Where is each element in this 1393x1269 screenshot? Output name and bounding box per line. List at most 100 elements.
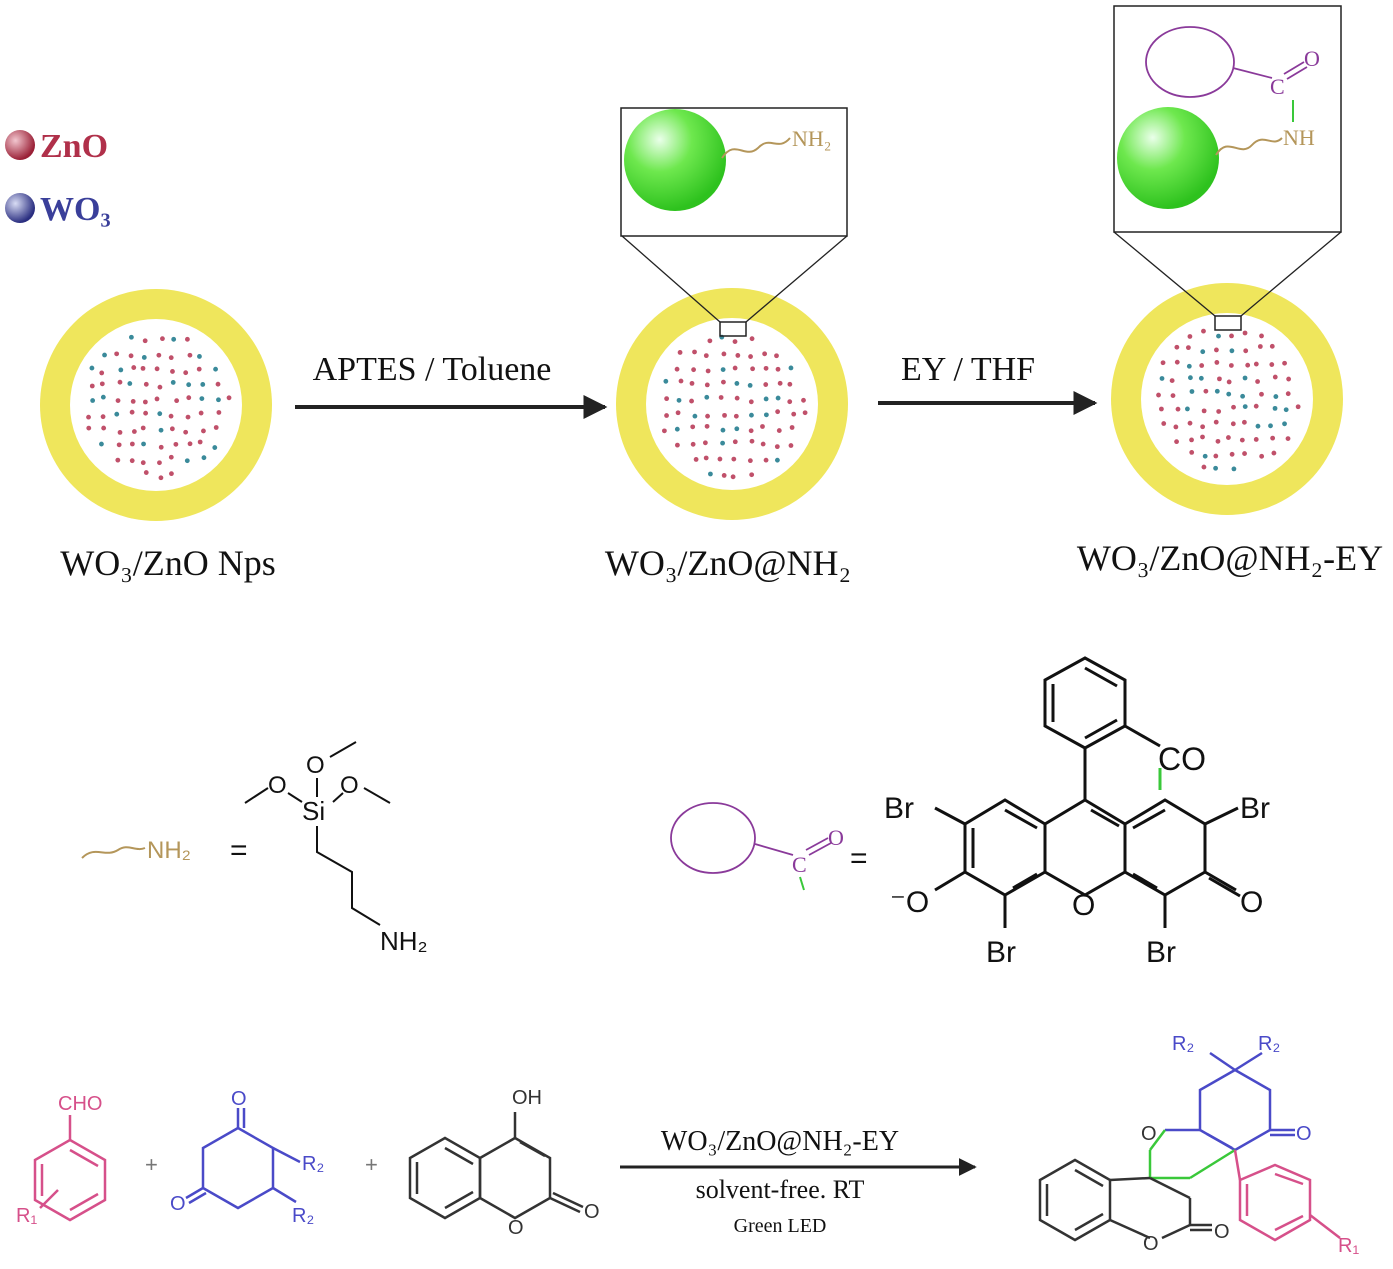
core-dot [160, 336, 165, 342]
core-dot [1295, 404, 1301, 410]
core-dot [1255, 423, 1261, 429]
product [1038, 1051, 1341, 1242]
condition-catalyst: WO₃/ZnO@NH₂-EY [661, 1126, 899, 1157]
particle-wo3-zno-nh2 [616, 288, 848, 520]
core-dot [692, 413, 698, 419]
core-dot [187, 352, 193, 358]
particle-core [646, 318, 818, 490]
core-dot [1174, 359, 1180, 365]
core-dot [718, 395, 724, 400]
core-dot [1199, 363, 1205, 368]
core-dot [170, 369, 175, 374]
core-dot [1226, 391, 1232, 397]
core-dot [690, 424, 696, 430]
core-dot [703, 455, 709, 461]
particle-1-label: WO₃/ZnO Nps [60, 543, 276, 583]
core-dot [1226, 435, 1231, 440]
core-dot [1161, 421, 1167, 426]
core-dot [1285, 391, 1291, 397]
core-dot [169, 471, 174, 477]
core-dot [1282, 421, 1287, 427]
core-dot [115, 398, 121, 404]
core-dot [762, 351, 768, 357]
core-dot [664, 396, 670, 402]
core-dot [1242, 404, 1248, 410]
inset-carbon: C [1270, 74, 1285, 99]
core-dot [131, 365, 137, 370]
reaction: CHO R₁ + O O R₂ R₂ + O [16, 1033, 1359, 1257]
core-dot [140, 460, 146, 466]
core-dot [1272, 374, 1278, 380]
core-dot [663, 378, 669, 384]
coumarin-oh: OH [512, 1087, 542, 1109]
core-dot [1245, 362, 1251, 368]
core-dot [787, 381, 793, 387]
step-1-arrow: APTES / Toluene [295, 351, 608, 419]
core-dot [774, 353, 779, 359]
linker-equals: = [230, 834, 248, 867]
core-dot [169, 426, 175, 432]
core-dot [141, 355, 147, 360]
step-1-reagents: APTES / Toluene [313, 351, 552, 388]
eosin-br-top-left: Br [884, 792, 914, 825]
core-dot [705, 413, 710, 419]
dye-loop [1145, 26, 1235, 98]
core-dot [1174, 439, 1179, 445]
core-dot [1271, 450, 1277, 456]
core-dot [1214, 388, 1220, 394]
core-dot [734, 426, 740, 432]
core-dot [1228, 363, 1234, 368]
core-dot [102, 352, 107, 358]
step-2-arrow: EY / THF [878, 351, 1098, 415]
core-dot [154, 396, 160, 402]
coumarin-ring-o: O [508, 1217, 524, 1239]
core-dot [168, 355, 174, 361]
particle-3-label: WO₃/ZnO@NH₂-EY [1077, 538, 1383, 578]
core-dot [775, 395, 781, 401]
legend: ZnO WO₃ [5, 128, 111, 228]
core-dot [1217, 376, 1222, 382]
core-dot [702, 440, 708, 446]
inset-amine-group: NH₂ [792, 126, 831, 151]
linker-chain [721, 137, 791, 159]
core-dot [748, 399, 754, 405]
core-dot [707, 338, 713, 344]
zno-legend-label: ZnO [40, 128, 108, 165]
core-dot [708, 471, 713, 477]
core-dot [1268, 423, 1273, 429]
core-dot [174, 398, 180, 404]
core-dot [1242, 375, 1248, 381]
core-dot [749, 438, 755, 444]
core-dot [187, 441, 193, 447]
core-dot [1213, 453, 1219, 459]
core-dot [1189, 450, 1195, 455]
core-dot [1257, 344, 1263, 349]
core-dot [1214, 360, 1220, 365]
core-dot [1189, 437, 1194, 443]
core-dot [1216, 333, 1221, 339]
aldehyde-cho: CHO [58, 1093, 102, 1115]
core-dot [90, 398, 96, 403]
core-dot [763, 457, 769, 463]
core-dot [749, 336, 755, 342]
core-dot [1269, 343, 1275, 349]
core-dot [1226, 379, 1232, 385]
core-dot [750, 366, 756, 372]
core-dot [142, 338, 148, 344]
core-dot [732, 365, 738, 371]
dye-equals: = [850, 842, 868, 875]
core-dot [1159, 376, 1165, 381]
core-dot [1201, 328, 1206, 334]
core-dot [158, 444, 164, 450]
aptes-o-left: O [268, 772, 287, 799]
aptes-o-right: O [340, 772, 359, 799]
core-dot [704, 394, 710, 400]
core-dot [717, 456, 723, 462]
core-dot [89, 365, 95, 371]
dye-symbol-o: O [828, 825, 844, 850]
core-dot [213, 366, 218, 372]
core-dot [1201, 464, 1207, 470]
core-dot [690, 441, 696, 447]
core-dot [1253, 361, 1259, 367]
